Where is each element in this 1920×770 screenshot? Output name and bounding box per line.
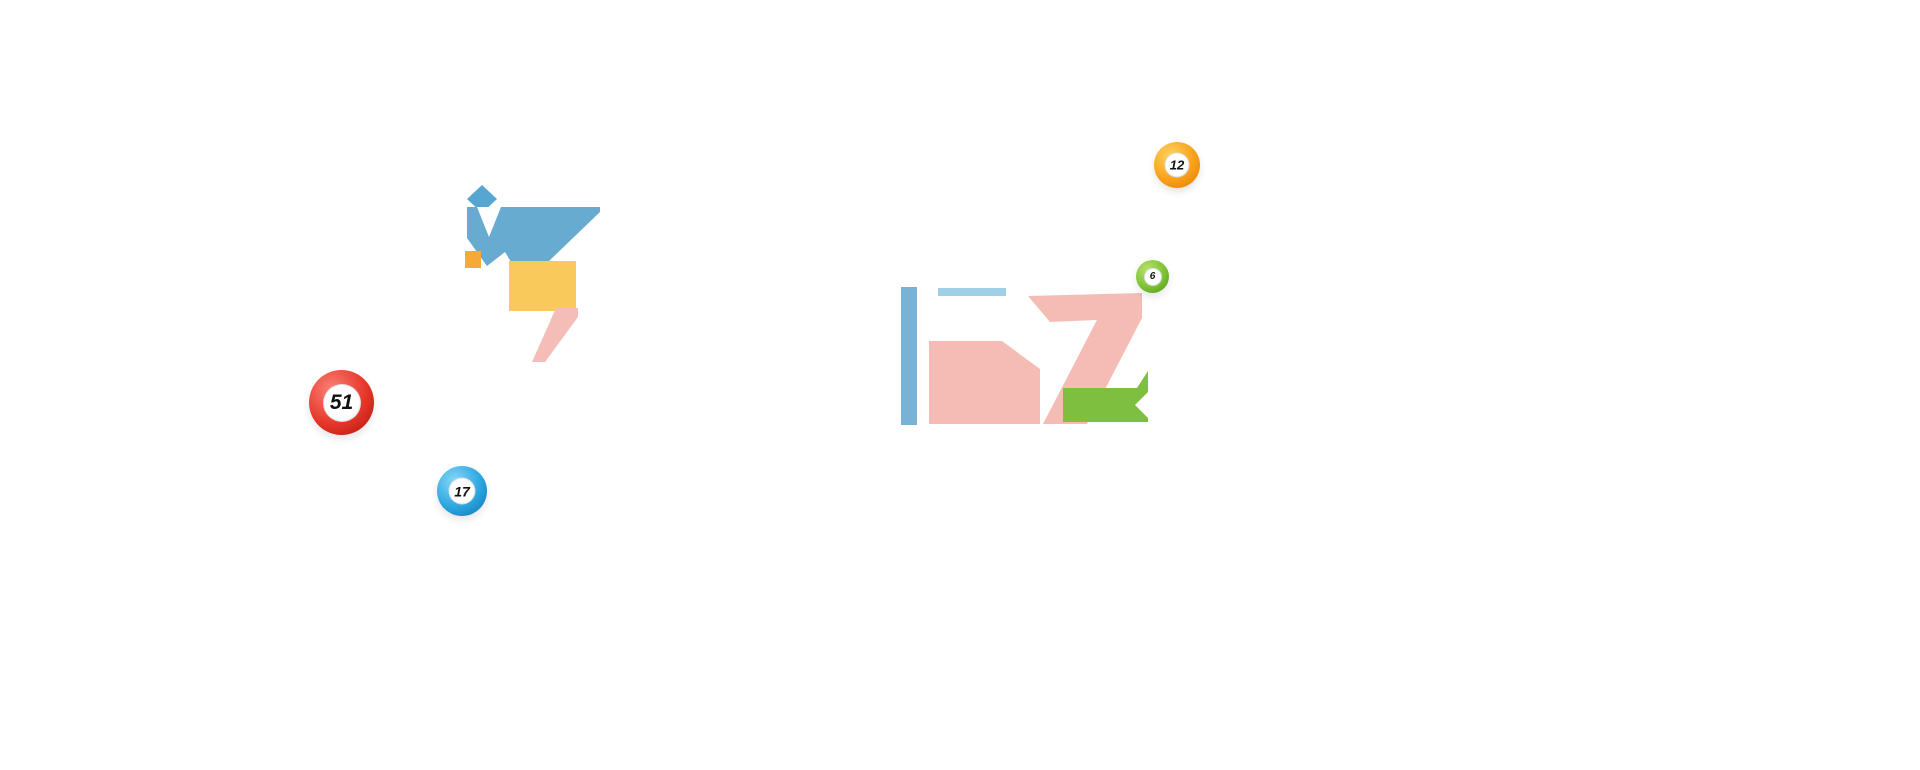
blue-vertical-bar-shape: [901, 287, 917, 425]
bingo-ball-number: 51: [322, 383, 361, 422]
pink-numeral-top-shape: [1028, 293, 1142, 322]
bingo-ball-blue: 17: [437, 466, 487, 516]
bingo-ball-number: 6: [1143, 267, 1162, 286]
bingo-ball-green: 6: [1136, 260, 1169, 293]
small-orange-square-shape: [465, 251, 481, 268]
kite-diamond-shape: [467, 185, 497, 213]
banner-notch-shape: [477, 207, 501, 237]
pink-block-notch-shape: [1002, 341, 1040, 369]
bingo-ball-number: 12: [1164, 152, 1190, 178]
bingo-ball-number: 17: [448, 477, 476, 505]
bingo-ball-red: 51: [309, 370, 374, 435]
green-ribbon-notch-shape: [1135, 392, 1148, 418]
bingo-ball-orange: 12: [1154, 142, 1200, 188]
yellow-square-shape: [509, 261, 576, 311]
pink-block-shape: [929, 341, 1040, 424]
light-blue-strip-shape: [938, 288, 1006, 296]
banner-shape: [467, 207, 600, 277]
green-ribbon-shape: [1063, 371, 1148, 422]
pink-triangle-shape: [532, 308, 578, 362]
